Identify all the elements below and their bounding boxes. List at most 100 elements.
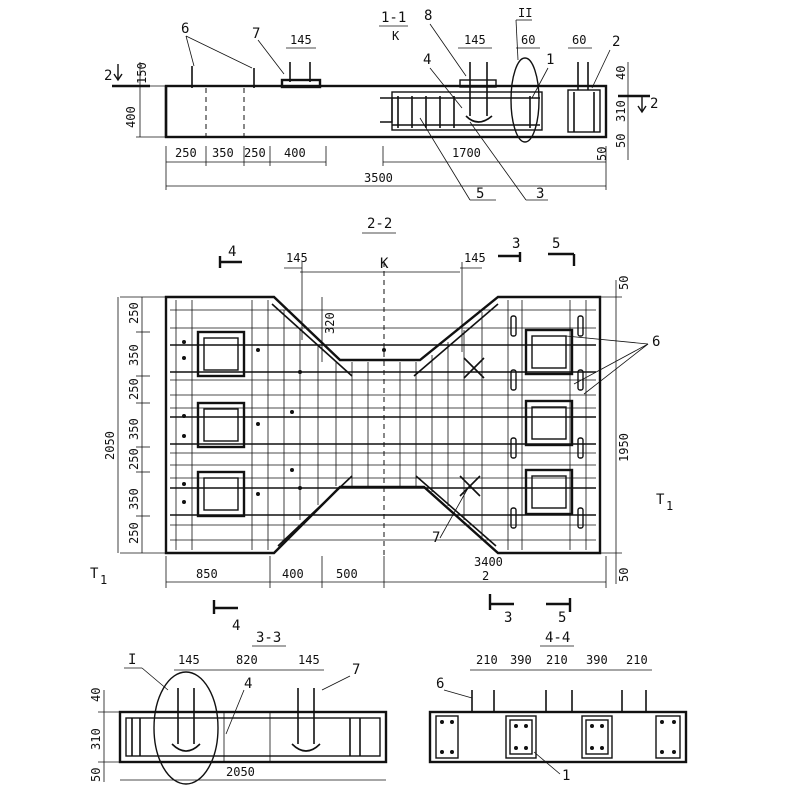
dim-1700: 1700 xyxy=(452,146,481,160)
section-3-3: 3-3 I 145 820 145 4 7 40 310 50 xyxy=(89,630,388,785)
dim-850: 850 xyxy=(196,567,218,581)
callout-6: 6 xyxy=(436,676,444,692)
plane-T1-subscript: 1 xyxy=(666,499,673,513)
section-3-3-outline xyxy=(118,710,388,764)
cut-mark-5: 5 xyxy=(558,610,566,626)
dim-400: 400 xyxy=(282,567,304,581)
dim-350: 350 xyxy=(212,146,234,160)
cut-mark-4: 4 xyxy=(228,244,236,260)
cut-mark-3: 3 xyxy=(504,610,512,626)
dim-40: 40 xyxy=(614,66,628,80)
callout-3: 3 xyxy=(536,186,544,202)
dim-150: 150 xyxy=(135,62,149,84)
dim-390: 390 xyxy=(586,653,608,667)
dim-250: 250 xyxy=(244,146,266,160)
section-1-1-k-label: K xyxy=(392,29,400,43)
dim-145: 145 xyxy=(464,251,486,265)
cut-mark-5: 5 xyxy=(552,236,560,252)
dim-250: 250 xyxy=(127,448,141,470)
dim-820: 820 xyxy=(236,653,258,667)
cut-mark-2: 2 xyxy=(650,96,658,112)
section-4-4-outline xyxy=(428,710,688,764)
plane-T1-subscript: 1 xyxy=(100,573,107,587)
dim-210: 210 xyxy=(626,653,648,667)
dim-320: 320 xyxy=(323,312,337,334)
cut-mark-4: 4 xyxy=(232,618,240,634)
dim-250: 250 xyxy=(127,302,141,324)
callout-1: 1 xyxy=(546,52,554,68)
anchor-pocket xyxy=(524,328,574,376)
dim-50: 50 xyxy=(617,276,631,290)
dim-310: 310 xyxy=(614,100,628,122)
dim-2050: 2050 xyxy=(103,431,117,460)
dim-350: 350 xyxy=(127,418,141,440)
callout-2: 2 xyxy=(612,34,620,50)
dim-250: 250 xyxy=(127,522,141,544)
rebar-grid xyxy=(170,300,596,550)
dim-60: 60 xyxy=(572,33,586,47)
plane-T1-label: T xyxy=(90,566,99,582)
anchor-pocket xyxy=(524,468,574,516)
section-1-1-title: 1-1 xyxy=(381,10,406,26)
dim-210: 210 xyxy=(546,653,568,667)
callout-6: 6 xyxy=(181,21,189,37)
dim-2050: 2050 xyxy=(226,765,255,779)
anchor-base-plate-left xyxy=(280,78,322,89)
dim-250: 250 xyxy=(127,378,141,400)
dim-50: 50 xyxy=(614,134,628,148)
dim-2: 2 xyxy=(482,569,489,583)
detail-i-label: I xyxy=(128,652,136,668)
anchor-pocket xyxy=(196,401,246,449)
section-2-2-plan: 2-2 xyxy=(90,216,673,634)
callout-8: 8 xyxy=(424,8,432,24)
callout-4: 4 xyxy=(423,52,431,68)
section-2-2-title: 2-2 xyxy=(367,216,392,232)
detail-i-callout xyxy=(153,671,219,785)
callout-7: 7 xyxy=(352,662,360,678)
dim-60: 60 xyxy=(521,33,535,47)
dim-350: 350 xyxy=(127,488,141,510)
dim-210: 210 xyxy=(476,653,498,667)
plane-T1-label: T xyxy=(656,492,665,508)
anchor-base-plate-right xyxy=(459,79,497,88)
callout-7: 7 xyxy=(252,26,260,42)
anchor-pocket xyxy=(196,330,246,378)
dim-3400: 3400 xyxy=(474,555,503,569)
dim-250: 250 xyxy=(175,146,197,160)
detail-ii-callout xyxy=(510,57,540,143)
dim-145: 145 xyxy=(290,33,312,47)
plan-k-label: K xyxy=(380,256,389,272)
anchor-pocket xyxy=(196,470,246,518)
dim-145: 145 xyxy=(286,251,308,265)
dim-145: 145 xyxy=(178,653,200,667)
dim-145: 145 xyxy=(298,653,320,667)
dim-50: 50 xyxy=(617,568,631,582)
section-4-4-title: 4-4 xyxy=(545,630,570,646)
callout-4: 4 xyxy=(244,676,252,692)
dim-400: 400 xyxy=(124,106,138,128)
callout-7: 7 xyxy=(432,530,440,546)
dim-50: 50 xyxy=(89,768,103,782)
callout-5: 5 xyxy=(476,186,484,202)
detail-ii-label: II xyxy=(518,6,532,20)
section-3-3-title: 3-3 xyxy=(256,630,281,646)
callout-6: 6 xyxy=(652,334,660,350)
cut-mark-3: 3 xyxy=(512,236,520,252)
callout-1: 1 xyxy=(562,768,570,784)
dim-1950: 1950 xyxy=(617,433,631,462)
dim-500: 500 xyxy=(336,567,358,581)
dim-390: 390 xyxy=(510,653,532,667)
cut-mark-2: 2 xyxy=(104,68,112,84)
dim-400: 400 xyxy=(284,146,306,160)
dim-50: 50 xyxy=(595,147,609,161)
dim-3500: 3500 xyxy=(364,171,393,185)
section-1-1-elevation: 1-1 K xyxy=(104,6,658,202)
dim-350: 350 xyxy=(127,344,141,366)
anchor-pocket xyxy=(524,399,574,447)
dim-145: 145 xyxy=(464,33,486,47)
dim-310: 310 xyxy=(89,728,103,750)
section-4-4: 4-4 210 390 210 390 210 6 1 xyxy=(428,630,688,784)
dim-40: 40 xyxy=(89,688,103,702)
